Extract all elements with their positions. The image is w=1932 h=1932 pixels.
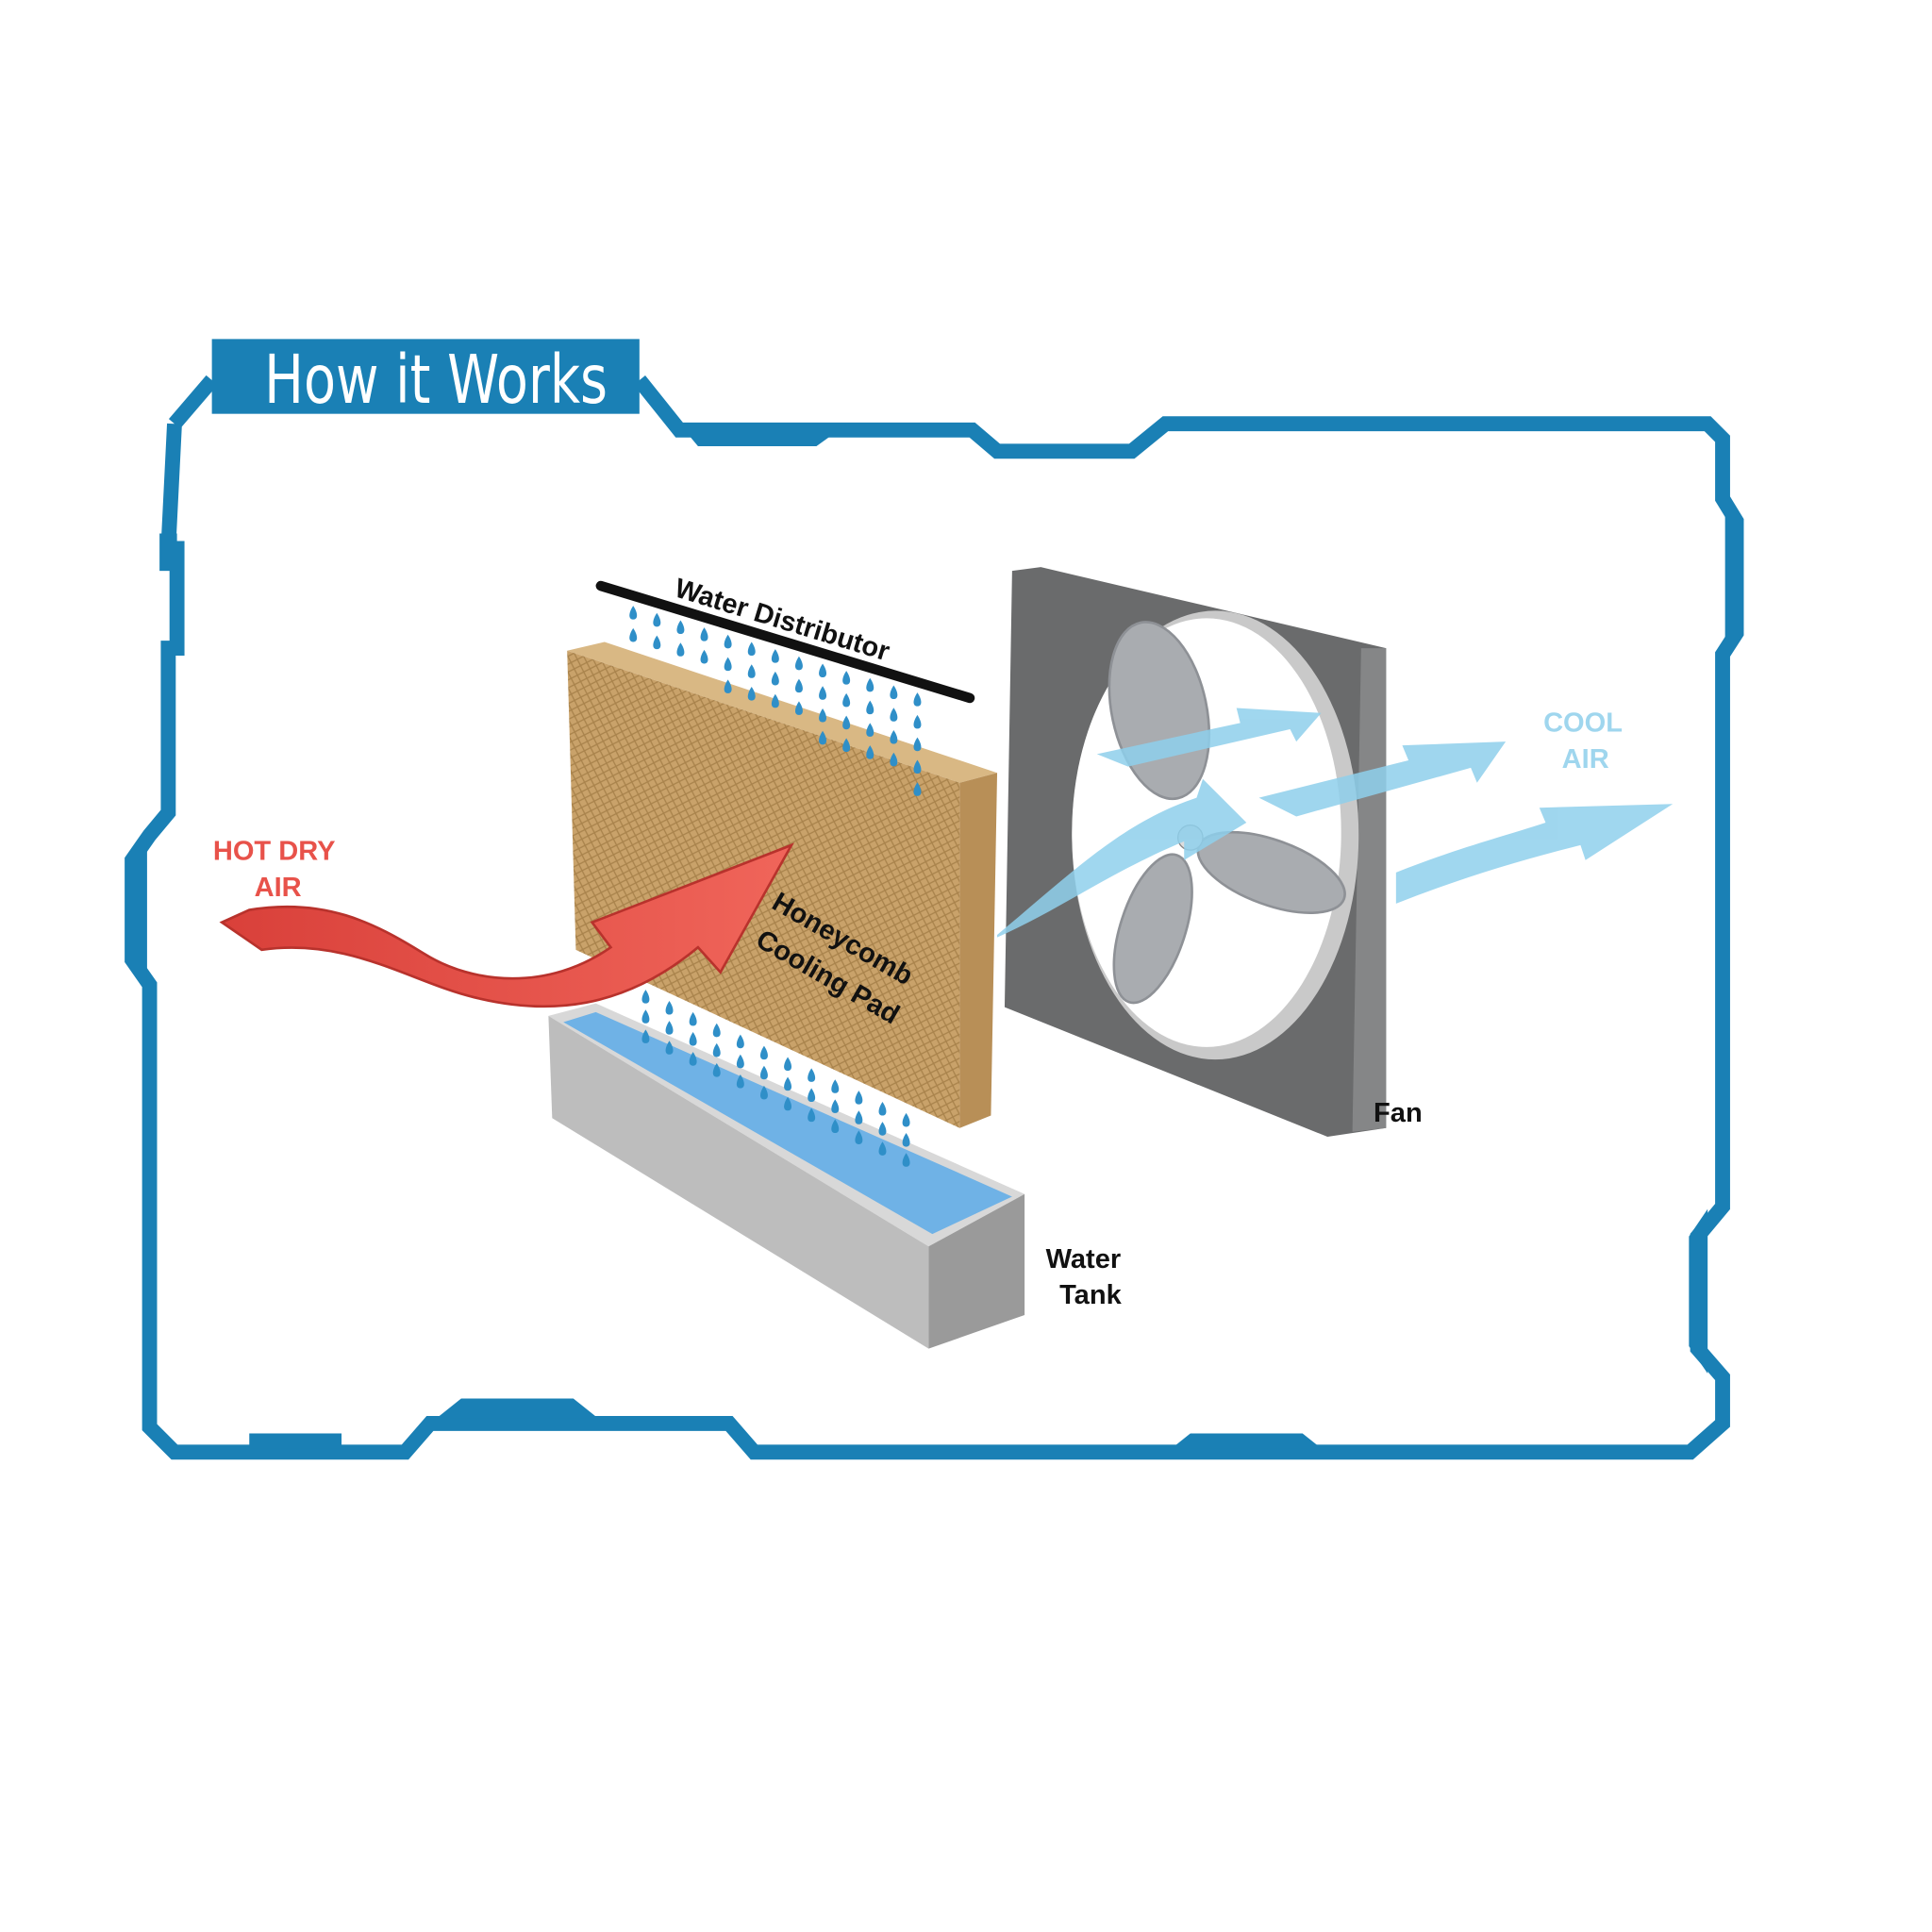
page-title: How it Works	[264, 341, 608, 420]
water-drop-icon	[712, 1063, 721, 1077]
water-drop-icon	[794, 678, 803, 693]
water-drop-icon	[855, 1091, 863, 1105]
water-drop-icon	[629, 606, 638, 620]
water-drop-icon	[902, 1112, 910, 1127]
water-drop-icon	[878, 1102, 887, 1116]
title-tab: How it Works	[211, 339, 640, 420]
water-tank-label-line-1: Water	[1046, 1244, 1122, 1274]
water-drop-icon	[724, 657, 732, 672]
water-drop-icon	[736, 1054, 744, 1069]
water-drop-icon	[890, 685, 898, 699]
water-drop-icon	[831, 1099, 840, 1113]
water-drop-icon	[819, 663, 827, 677]
water-drop-icon	[724, 634, 732, 649]
water-drop-icon	[842, 671, 851, 685]
water-drop-icon	[629, 627, 638, 642]
water-drop-icon	[855, 1110, 863, 1124]
water-drop-icon	[819, 708, 827, 723]
water-tank	[548, 1003, 1025, 1349]
water-drop-icon	[641, 1029, 650, 1043]
water-drop-icon	[878, 1122, 887, 1136]
water-drop-icon	[759, 1045, 768, 1060]
water-drop-icon	[913, 714, 922, 729]
cool-air-line-1: COOL	[1543, 708, 1623, 739]
water-drop-icon	[712, 1042, 721, 1058]
fan-label: Fan	[1374, 1098, 1423, 1128]
water-drop-icon	[689, 1052, 697, 1066]
water-drop-icon	[712, 1023, 721, 1038]
water-drop-icon	[676, 620, 685, 635]
water-drop-icon	[700, 627, 708, 641]
water-drop-icon	[808, 1088, 816, 1103]
water-drop-icon	[819, 730, 827, 745]
water-drop-icon	[665, 1041, 674, 1055]
cool-air-arrows	[997, 708, 1674, 938]
water-drop-icon	[913, 692, 922, 707]
hot-dry-air-label: HOT DRY AIR	[213, 837, 336, 903]
water-drop-icon	[842, 692, 851, 708]
water-drop-icon	[759, 1065, 768, 1080]
water-drop-icon	[866, 723, 874, 737]
water-drop-icon	[890, 708, 898, 722]
water-drop-icon	[771, 671, 779, 686]
water-drop-icon	[866, 700, 874, 715]
hot-air-line-1: HOT DRY	[213, 837, 336, 867]
water-drop-icon	[784, 1057, 792, 1071]
water-tank-label-line-2: Tank	[1059, 1280, 1122, 1310]
water-drop-icon	[747, 641, 756, 656]
water-drop-icon	[890, 752, 898, 767]
hot-air-line-2: AIR	[255, 873, 302, 903]
water-drop-icon	[747, 687, 756, 701]
water-drop-icon	[819, 686, 827, 700]
frame-border	[125, 375, 1744, 1460]
water-drop-icon	[890, 730, 898, 744]
water-drop-icon	[653, 612, 661, 627]
water-drop-icon	[902, 1133, 910, 1147]
water-drop-icon	[689, 1011, 697, 1026]
water-drop-icon	[831, 1119, 840, 1134]
water-drop-icon	[913, 782, 922, 796]
water-drop-icon	[665, 1021, 674, 1035]
water-drop-icon	[724, 679, 732, 693]
water-drop-icon	[842, 715, 851, 730]
water-drop-icon	[653, 635, 661, 650]
water-drop-icon	[676, 642, 685, 657]
water-drop-icon	[794, 701, 803, 715]
water-drop-icon	[641, 1009, 650, 1024]
water-drop-icon	[902, 1153, 910, 1167]
hot-air-arrow	[219, 842, 794, 1008]
water-drop-icon	[913, 759, 922, 774]
water-drop-icon	[665, 1000, 674, 1015]
water-drop-icon	[866, 677, 874, 692]
water-drop-icon	[784, 1096, 792, 1111]
water-drop-icon	[913, 737, 922, 752]
water-drop-icon	[771, 693, 779, 708]
water-drop-icon	[808, 1068, 816, 1082]
water-drop-icon	[878, 1141, 887, 1156]
water-drop-icon	[866, 745, 874, 759]
cool-air-label: COOL AIR	[1543, 708, 1623, 774]
water-drop-icon	[641, 990, 650, 1004]
water-drop-icon	[747, 664, 756, 678]
water-drop-icon	[736, 1074, 744, 1089]
water-drop-icon	[794, 656, 803, 671]
water-drop-icon	[831, 1079, 840, 1093]
water-drop-icon	[842, 738, 851, 753]
water-drop-icon	[759, 1085, 768, 1100]
water-drop-icon	[771, 649, 779, 663]
water-distributor-bar	[595, 580, 975, 704]
water-drop-icon	[855, 1130, 863, 1144]
water-drop-icon	[700, 649, 708, 664]
cool-air-line-2: AIR	[1562, 744, 1609, 774]
water-drop-icon	[689, 1032, 697, 1046]
water-drop-icon	[784, 1076, 792, 1091]
water-drop-icon	[808, 1108, 816, 1123]
water-drop-icon	[736, 1034, 744, 1049]
water-drops	[629, 606, 922, 1167]
